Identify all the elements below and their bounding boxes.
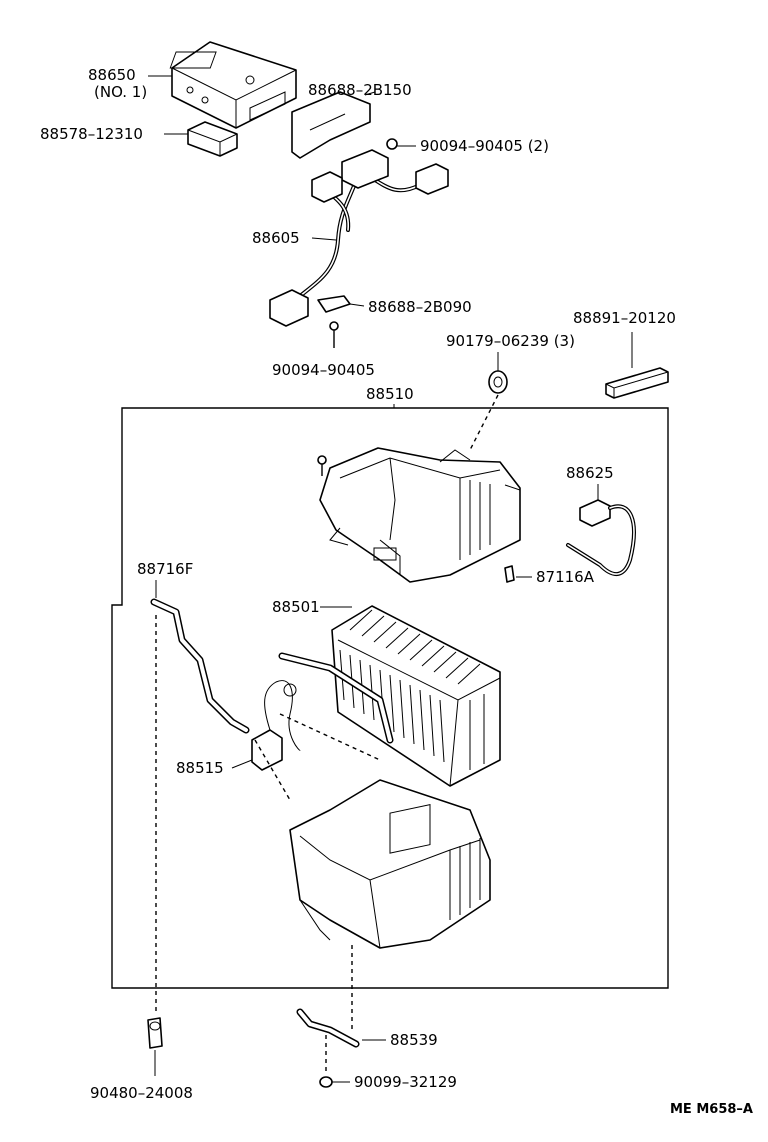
drain-hose-88539 [296, 1008, 360, 1048]
label-88605: 88605 [252, 229, 300, 247]
label-90179: 90179–06239 (3) [446, 332, 575, 350]
pipe-88716f [150, 598, 250, 734]
label-88515: 88515 [176, 759, 224, 777]
label-88688-2b090: 88688–2B090 [368, 298, 472, 316]
amplifier-88650 [169, 41, 297, 129]
label-88578: 88578–12310 [40, 125, 143, 143]
insulator-88891 [605, 367, 669, 399]
label-90480: 90480–24008 [90, 1084, 193, 1102]
thermistor-88625 [566, 499, 636, 576]
label-90094-b: 90094–90405 [272, 361, 375, 379]
label-87116a: 87116A [536, 568, 595, 586]
label-88688-2b150: 88688–2B150 [308, 81, 412, 99]
label-88891: 88891–20120 [573, 309, 676, 327]
label-88650: 88650 [88, 66, 136, 84]
bracket-88688-2b090 [317, 295, 351, 313]
upper-case [319, 447, 521, 583]
screw-upper-case [317, 455, 327, 476]
screw-90094-a [386, 138, 406, 150]
clamp-87116a [504, 565, 515, 583]
screw-90094-b [329, 321, 339, 348]
wire-harness-88605 [269, 149, 449, 327]
washer-90099 [319, 1076, 333, 1088]
label-88501: 88501 [272, 598, 320, 616]
evaporator-88501 [278, 605, 501, 787]
label-90099: 90099–32129 [354, 1073, 457, 1091]
plug-90480 [147, 1017, 163, 1049]
label-88625: 88625 [566, 464, 614, 482]
lower-case [289, 779, 491, 949]
label-88716f: 88716F [137, 560, 193, 578]
label-90094-a: 90094–90405 (2) [420, 137, 549, 155]
label-88650-sub: (NO. 1) [94, 83, 147, 101]
bracket-88688-2b150 [291, 91, 371, 159]
clip-90179 [488, 370, 508, 394]
assembly-frame-88510 [111, 407, 669, 989]
diagram-code: ME M658–A [670, 1102, 753, 1117]
label-88510: 88510 [366, 385, 414, 403]
label-88539: 88539 [390, 1031, 438, 1049]
expansion-valve-88515 [251, 680, 301, 771]
module-88578 [187, 121, 238, 157]
